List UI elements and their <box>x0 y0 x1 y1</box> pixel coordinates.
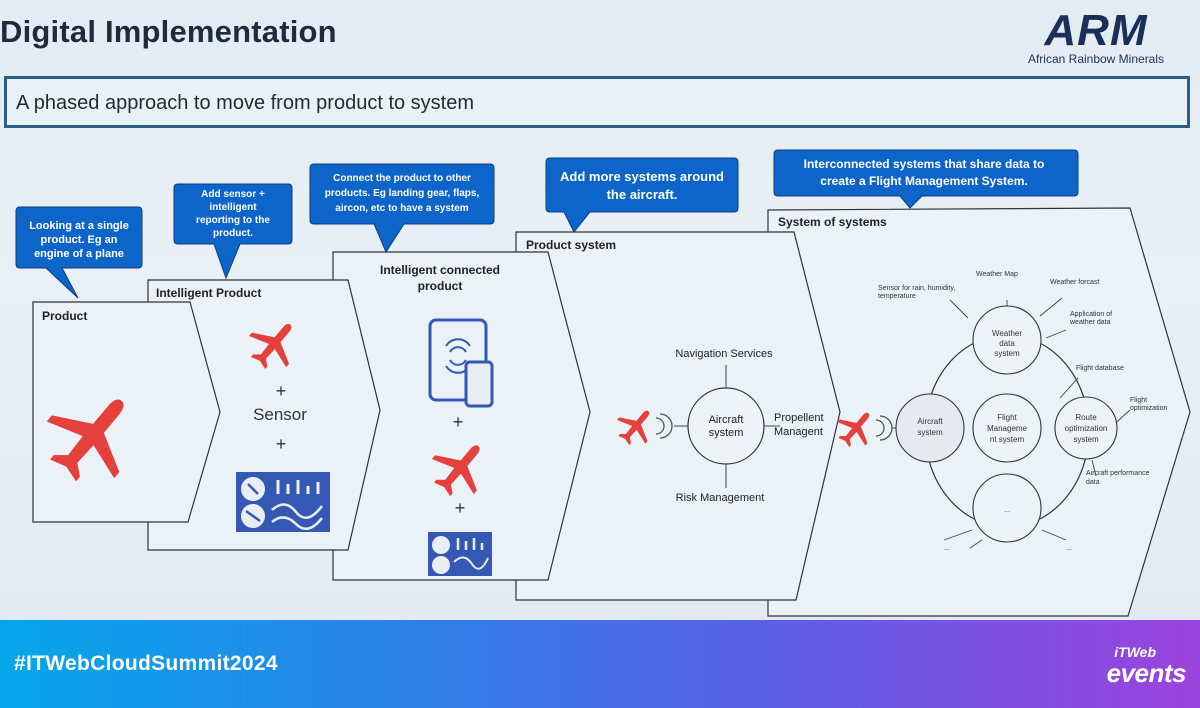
node-ellipsis: ... <box>1004 507 1010 514</box>
sensor-label: Sensor <box>253 405 307 424</box>
risk-management-label: Risk Management <box>676 492 765 504</box>
sensor-label: Sensor for rain, humidity, <box>878 285 955 292</box>
route-optimization-node <box>1054 396 1118 460</box>
phases-diagram: Product Intelligent Product Intelligent … <box>15 149 1191 617</box>
callout-line: product. Eg an <box>41 234 118 246</box>
ellipsis-label: ... <box>1066 545 1072 552</box>
plus-sign: + <box>453 412 464 432</box>
event-hashtag: #ITWebCloudSummit2024 <box>14 652 278 675</box>
callout-line: Looking at a single <box>29 220 129 232</box>
callout-product: Looking at a single product. Eg an engin… <box>15 206 143 299</box>
callout-system-of-systems: Interconnected systems that share data t… <box>773 149 1079 209</box>
arm-logo: ARM African Rainbow Minerals <box>1006 6 1186 66</box>
application-label: weather data <box>1069 319 1111 326</box>
callout-product-system: Add more systems around the aircraft. <box>545 157 739 233</box>
node-label: system <box>709 427 744 439</box>
node-label: Manageme <box>987 424 1028 433</box>
node-label: Weather <box>992 329 1022 338</box>
callout-line: create a Flight Management System. <box>820 174 1027 188</box>
plus-sign: + <box>276 381 287 401</box>
navigation-services-label: Navigation Services <box>675 348 773 360</box>
callout-line: the aircraft. <box>607 187 678 202</box>
unnamed-system-node <box>972 473 1042 543</box>
callout-line: Interconnected systems that share data t… <box>804 157 1045 171</box>
stage-label-connected-line2: product <box>418 279 463 293</box>
propellent-label: Propellent <box>774 412 824 424</box>
callout-line: product. <box>213 228 253 239</box>
node-label: system <box>1073 435 1099 444</box>
stage-label-system-of-systems: System of systems <box>778 215 887 229</box>
node-label: system <box>994 349 1020 358</box>
callout-line: Add more systems around <box>560 169 724 184</box>
slide-subtitle: A phased approach to move from product t… <box>16 92 475 114</box>
ellipsis-label: ... <box>944 545 950 552</box>
logo-brand-top: iTWeb <box>1114 644 1156 660</box>
callout-line: reporting to the <box>196 215 270 226</box>
node-label: nt system <box>990 435 1025 444</box>
subtitle-box: A phased approach to move from product t… <box>4 76 1190 128</box>
callout-line: Connect the product to other <box>333 173 471 184</box>
event-banner <box>0 620 1200 708</box>
flight-management-node <box>972 393 1042 463</box>
node-label: Flight <box>997 413 1017 422</box>
application-label: Application of <box>1070 311 1112 318</box>
weather-map-label: Weather Map <box>976 271 1018 278</box>
plus-sign: + <box>455 498 466 518</box>
aircraft-performance-label: data <box>1086 479 1100 486</box>
aircraft-system-node <box>895 393 965 463</box>
stage-label-intelligent-product: Intelligent Product <box>156 286 261 300</box>
weather-data-node <box>972 305 1042 375</box>
callout-intelligent-connected: Connect the product to other products. E… <box>309 163 495 254</box>
aircraft-performance-label: Aircraft performance <box>1086 470 1150 477</box>
weather-forcast-label: Weather forcast <box>1050 279 1099 286</box>
tablet-phone-icon <box>428 318 494 408</box>
callout-line: intelligent <box>209 202 257 213</box>
flight-optimization-label: optimization <box>1130 405 1167 412</box>
node-label: data <box>999 339 1015 348</box>
sensor-dashboard-icon <box>428 532 492 576</box>
callout-line: aircon, etc to have a system <box>335 203 469 214</box>
logo-brand-bottom: events <box>1106 658 1187 688</box>
stage-label-product: Product <box>42 309 87 323</box>
signal-icon <box>655 413 673 439</box>
sensor-dashboard-icon <box>236 472 330 532</box>
callout-line: products. Eg landing gear, flaps, <box>325 188 480 199</box>
node-label: system <box>917 428 943 437</box>
slide-title: Digital Implementation <box>0 14 337 49</box>
node-label: Aircraft <box>709 414 744 426</box>
flight-database-label: Flight database <box>1076 365 1124 372</box>
node-label: optimization <box>1065 424 1108 433</box>
stage-product <box>32 301 221 523</box>
node-label: Route <box>1075 413 1097 422</box>
logo-wordmark: ARM <box>1044 6 1148 55</box>
itweb-events-logo: iTWeb events <box>1074 644 1187 688</box>
logo-subtitle: African Rainbow Minerals <box>1027 52 1165 66</box>
flight-optimization-label: Flight <box>1130 397 1147 404</box>
plus-sign: + <box>276 434 287 454</box>
aircraft-system-node <box>687 387 765 465</box>
node-label: Aircraft <box>917 417 943 426</box>
stage-label-connected-line1: Intelligent connected <box>380 263 500 277</box>
callout-line: Add sensor + <box>201 189 265 200</box>
callout-line: engine of a plane <box>34 248 124 260</box>
stage-label-product-system: Product system <box>526 238 616 252</box>
sensor-label: temperature <box>878 293 916 300</box>
callout-intelligent-product: Add sensor + intelligent reporting to th… <box>173 183 293 280</box>
propellent-label: Managent <box>774 426 823 438</box>
